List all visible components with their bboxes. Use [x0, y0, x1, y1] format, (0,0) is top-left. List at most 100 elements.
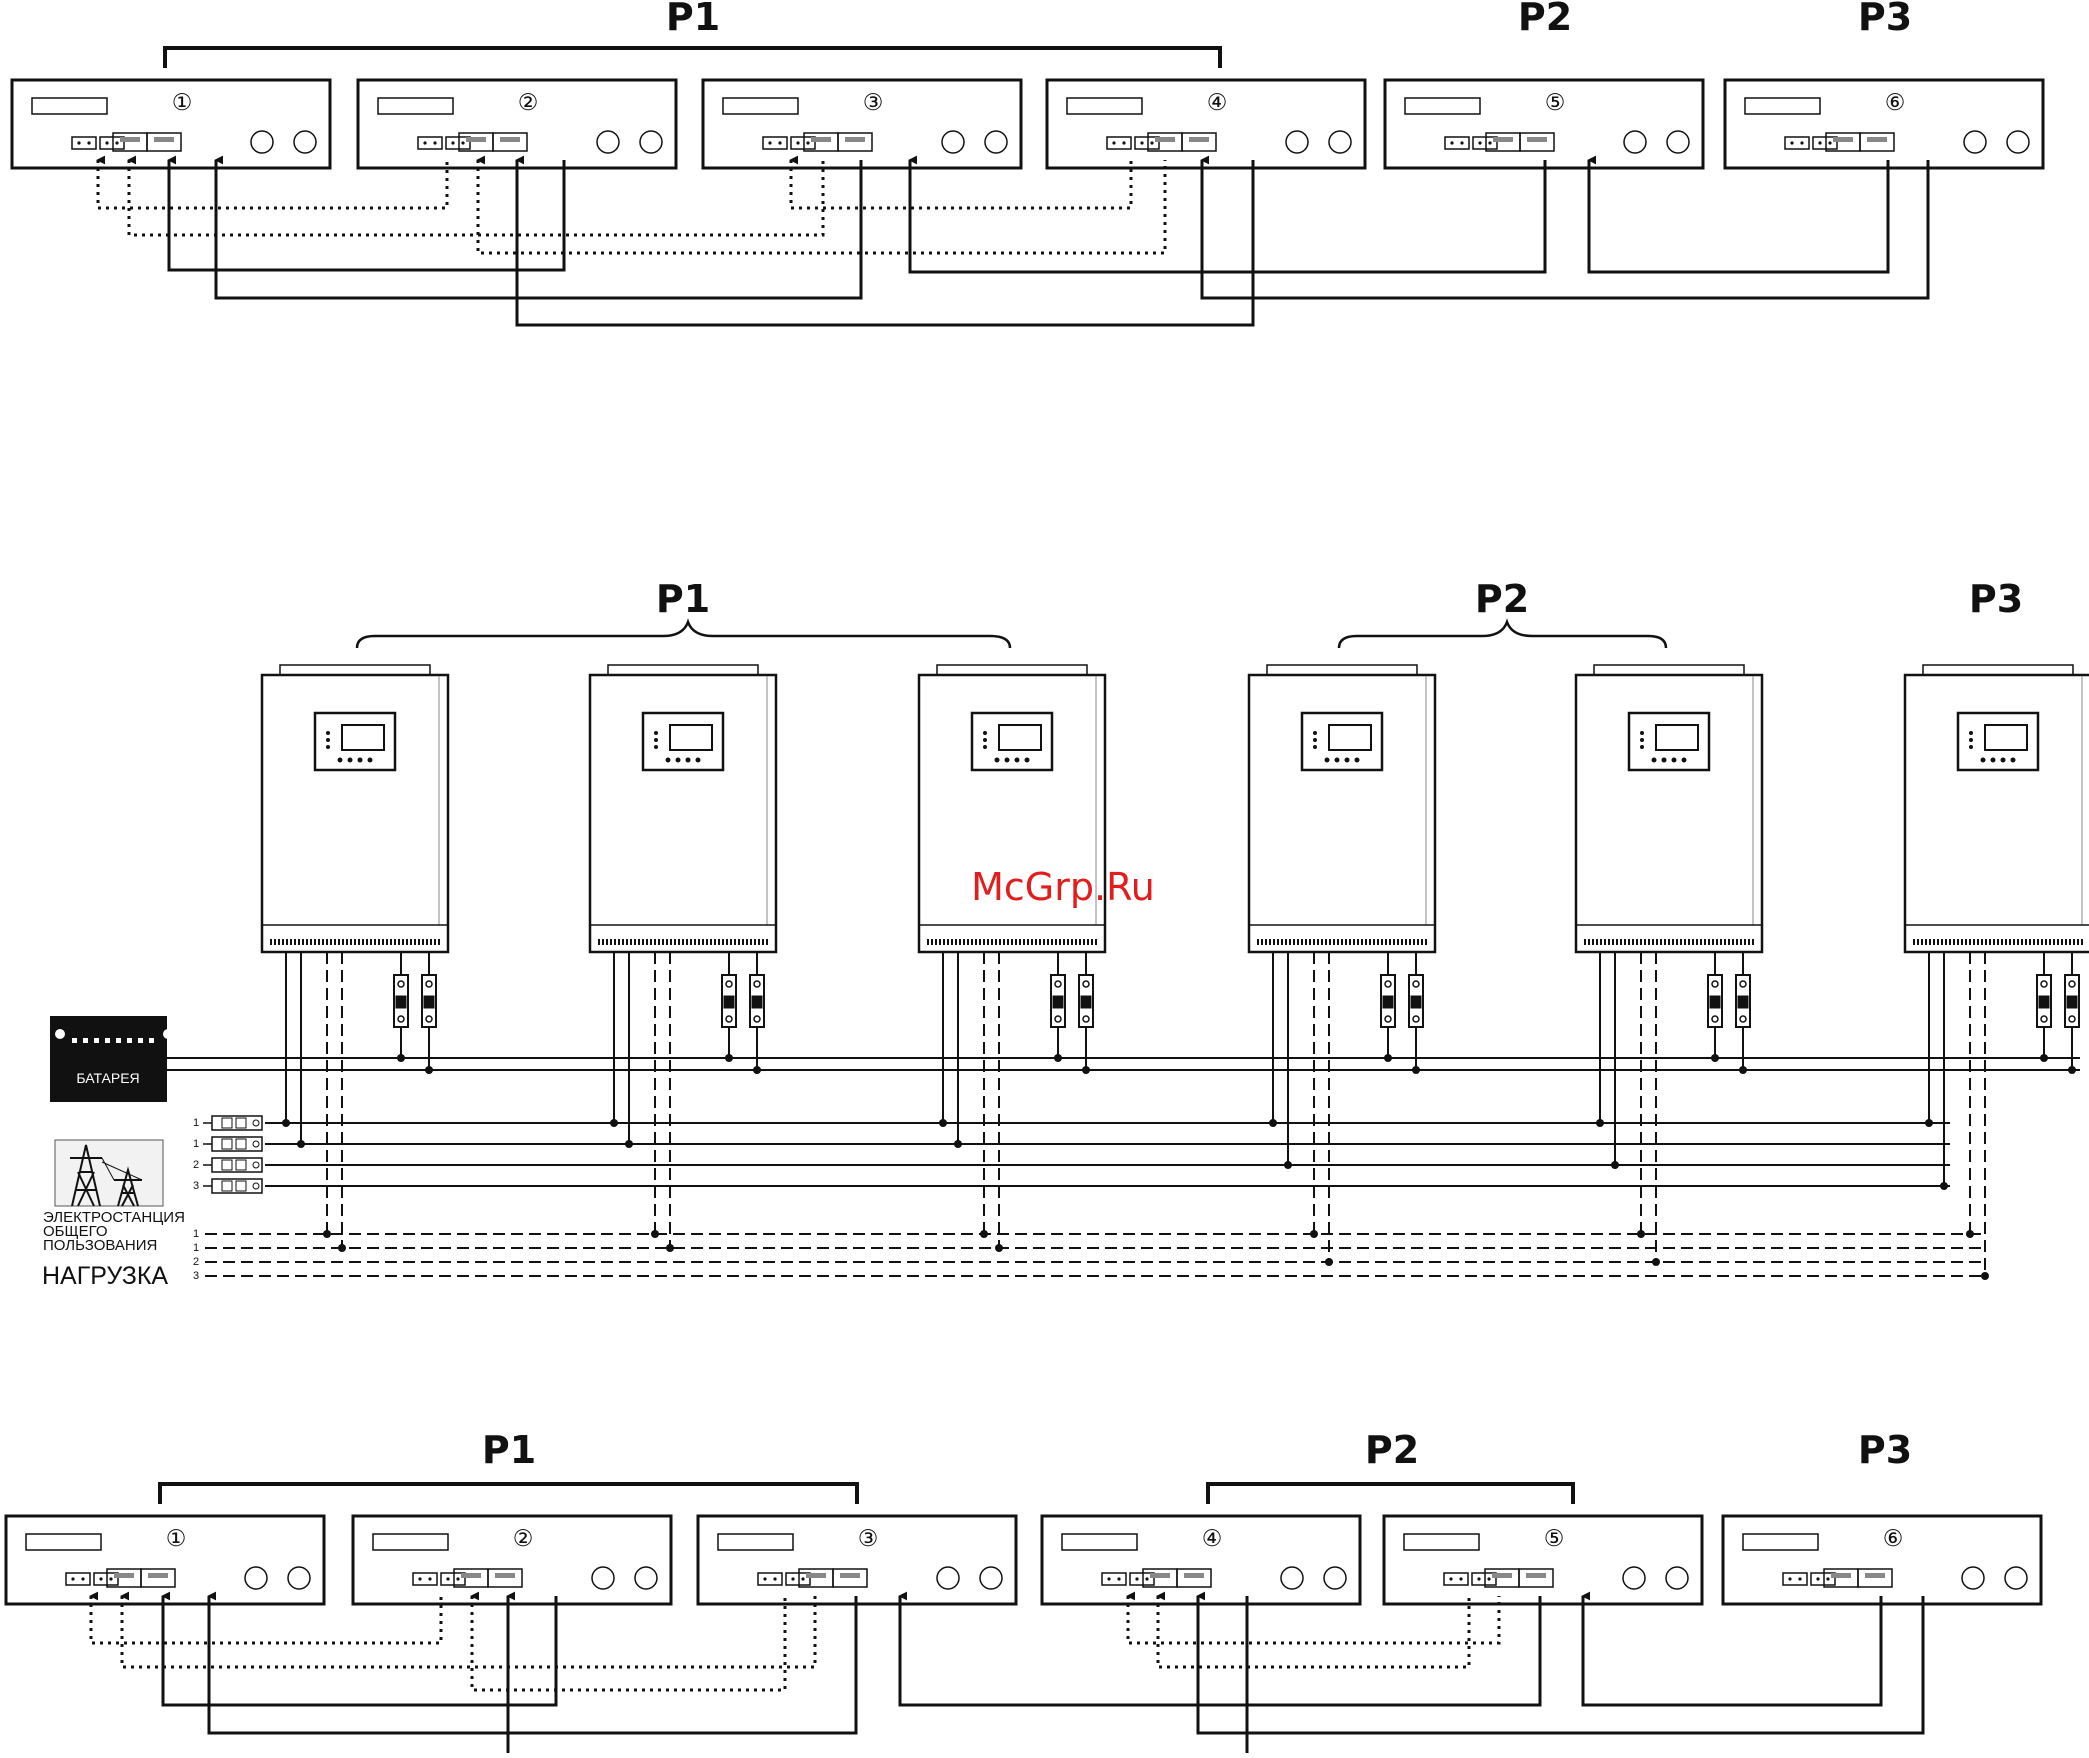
port-pin	[433, 141, 436, 144]
status-led	[1969, 738, 1973, 742]
junction-dot	[1966, 1230, 1974, 1238]
port-pins	[1527, 137, 1547, 142]
unit-number: ④	[1207, 90, 1228, 116]
utility-grid-block: ЭЛЕКТРОСТАНЦИЯ ОБЩЕГО ПОЛЬЗОВАНИЯ	[43, 1140, 185, 1254]
panel-button	[1005, 758, 1010, 763]
port-pin	[768, 141, 771, 144]
lcd-screen	[1985, 725, 2027, 750]
port-pin	[105, 141, 108, 144]
inverter-unit: ④	[1042, 1516, 1360, 1604]
panel-button	[1325, 758, 1330, 763]
inverter-unit: ⑤	[1385, 80, 1703, 168]
port-pins	[120, 137, 140, 142]
port-pins	[1184, 1573, 1204, 1578]
inverter-unit: ④	[1047, 80, 1365, 168]
junction-dot	[1940, 1182, 1948, 1190]
port-pin	[428, 1577, 431, 1580]
port-pin	[1790, 141, 1793, 144]
breaker-toggle	[1383, 996, 1393, 1008]
unit-number: ③	[863, 90, 884, 116]
panel-button	[348, 758, 353, 763]
group-label-p1: P1	[482, 1428, 536, 1472]
port-pin	[1818, 141, 1821, 144]
port-pins	[154, 137, 174, 142]
panel-button	[1991, 758, 1996, 763]
junction-dot	[939, 1119, 947, 1127]
panel-button	[1662, 758, 1667, 763]
battery-block: БАТАРЕЯ	[50, 1016, 173, 1102]
port-pin	[1450, 141, 1453, 144]
junction-dot	[1384, 1054, 1392, 1062]
inverter-unit: ①	[12, 80, 330, 168]
panel-button	[666, 758, 671, 763]
junction-dot	[995, 1244, 1003, 1252]
port-pin	[806, 141, 809, 144]
inverter-top-bracket	[280, 665, 430, 675]
panel-button	[1355, 758, 1360, 763]
port-pin	[109, 1577, 112, 1580]
battery-cell-mark	[116, 1038, 121, 1043]
parallel-communication-cable	[209, 1596, 856, 1733]
grid-line-number: 2	[193, 1159, 199, 1171]
port-pin	[791, 1577, 794, 1580]
lcd-screen	[670, 725, 712, 750]
inverter-unit: ③	[703, 80, 1021, 168]
inverter-unit: ⑥	[1725, 80, 2043, 168]
battery-cell-mark	[83, 1038, 88, 1043]
inverter-top-bracket	[608, 665, 758, 675]
grid-line-number: 1	[193, 1138, 199, 1150]
parallel-communication-cable	[517, 160, 1253, 325]
junction-dot	[338, 1244, 346, 1252]
port-pin	[81, 1577, 84, 1580]
parallel-communication-cable	[910, 160, 1545, 272]
status-led	[326, 738, 330, 742]
battery-label: БАТАРЕЯ	[76, 1070, 139, 1086]
junction-dot	[2068, 1066, 2076, 1074]
port-pins	[1831, 1573, 1851, 1578]
port-pin	[1459, 1577, 1462, 1580]
junction-dot	[1711, 1054, 1719, 1062]
group-label-p2: P2	[1365, 1428, 1419, 1472]
junction-dot	[625, 1140, 633, 1148]
port-pin	[99, 1577, 102, 1580]
load-label: НАГРУЗКА	[42, 1262, 168, 1290]
breaker-toggle	[1738, 996, 1748, 1008]
port-pin	[773, 1577, 776, 1580]
group-bracket-p1	[165, 48, 1220, 68]
panel-button	[1025, 758, 1030, 763]
parallel-communication-cable	[508, 1596, 1247, 1753]
wall-inverter	[1249, 665, 1435, 952]
grid-line-number: 1	[193, 1117, 199, 1129]
unit-number: ④	[1202, 1526, 1223, 1552]
breaker-toggle	[424, 996, 434, 1008]
parallel-communication-cable	[1589, 160, 1888, 272]
port-pins	[1493, 137, 1513, 142]
lcd-screen	[1329, 725, 1371, 750]
panel-button	[1981, 758, 1986, 763]
unit-number: ⑥	[1885, 90, 1906, 116]
inverter-top-bracket	[1923, 665, 2073, 675]
port-pins	[500, 137, 520, 142]
junction-dot	[323, 1230, 331, 1238]
grid-label-line-3: ПОЛЬЗОВАНИЯ	[43, 1237, 157, 1254]
lcd-screen	[1656, 725, 1698, 750]
port-pin	[801, 1577, 804, 1580]
port-pin	[1478, 141, 1481, 144]
status-led	[1640, 731, 1644, 735]
status-led	[1313, 731, 1317, 735]
junction-dot	[1637, 1230, 1645, 1238]
load-line-number: 2	[193, 1256, 199, 1268]
port-pins	[1867, 137, 1887, 142]
port-pin	[796, 141, 799, 144]
port-pin	[71, 1577, 74, 1580]
inverter-unit: ①	[6, 1516, 324, 1604]
group-brace-p2	[1339, 622, 1666, 648]
breaker-toggle	[1081, 996, 1091, 1008]
group-label-p1: P1	[656, 577, 710, 621]
port-pin	[1117, 1577, 1120, 1580]
breaker-toggle	[1053, 996, 1063, 1008]
inverter-unit: ⑤	[1384, 1516, 1702, 1604]
port-pin	[418, 1577, 421, 1580]
port-pin	[1145, 1577, 1148, 1580]
port-pins	[840, 1573, 860, 1578]
